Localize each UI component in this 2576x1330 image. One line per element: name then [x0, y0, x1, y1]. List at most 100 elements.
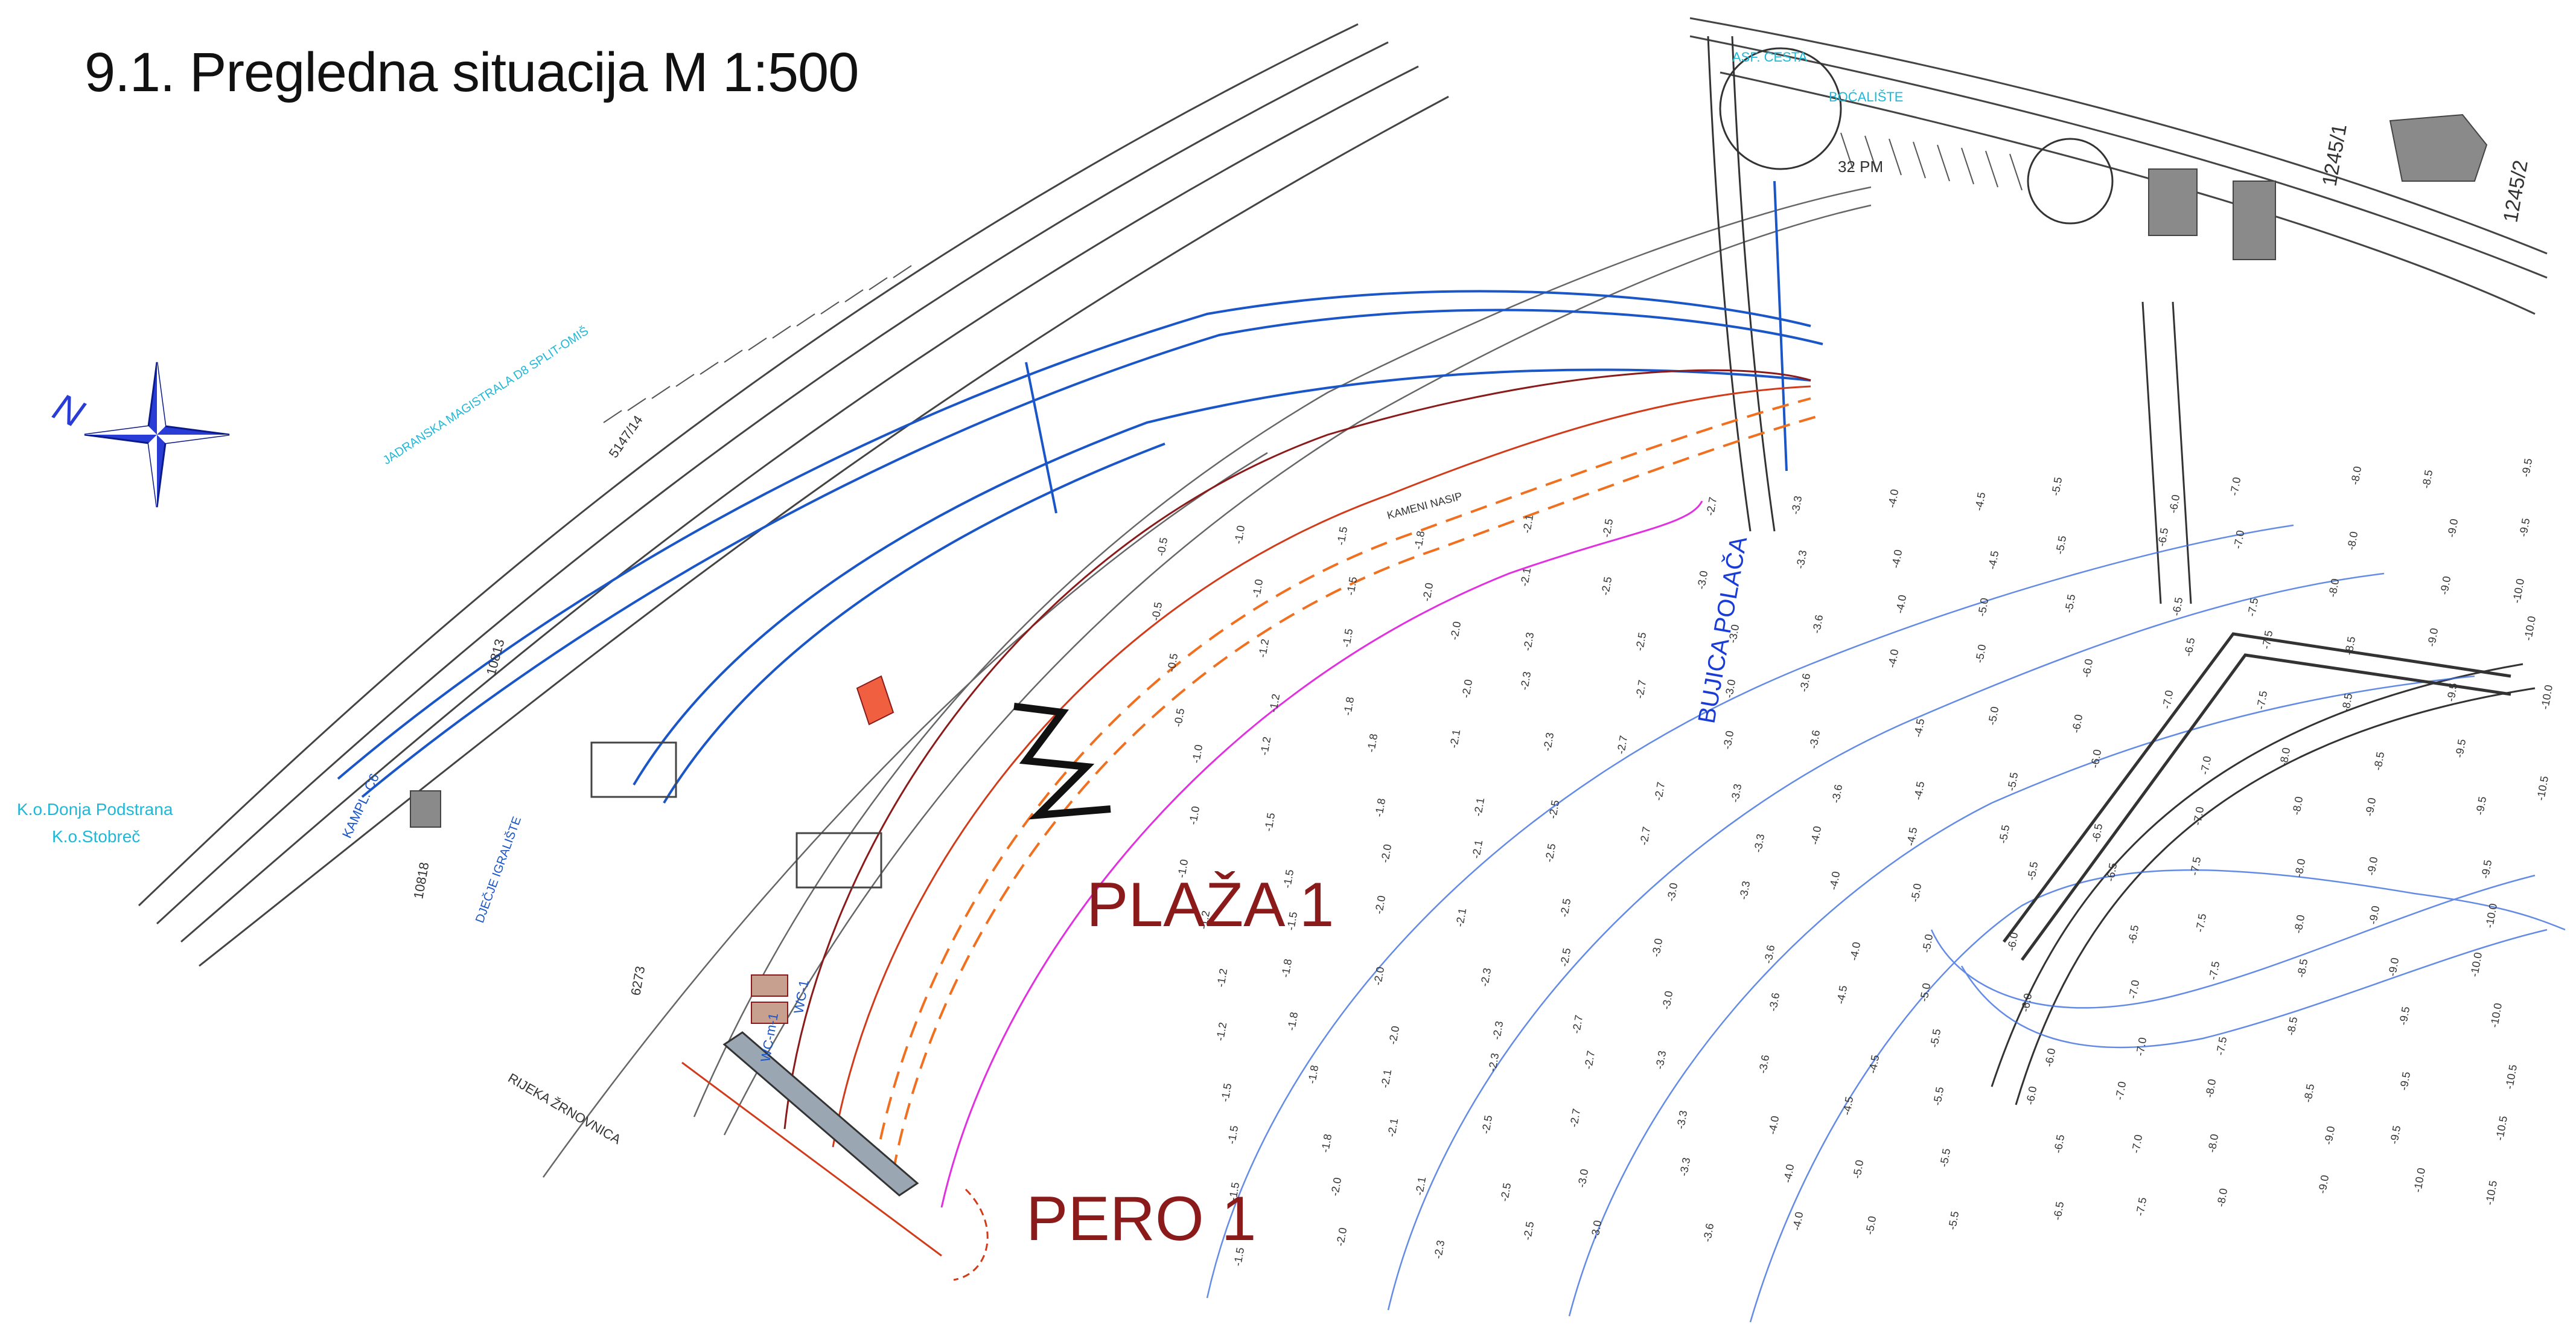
label-ko-donja-podstrana: K.o.Donja Podstrana [17, 800, 173, 819]
depth-label: -4.5 [1834, 985, 1849, 1005]
depth-label: -4.5 [1840, 1096, 1855, 1116]
depth-label: -4.0 [1886, 648, 1901, 669]
depth-label: -1.0 [1187, 805, 1202, 826]
depth-label: -5.0 [1918, 982, 1933, 1003]
depth-label: -2.1 [1470, 839, 1485, 860]
depth-label: -2.7 [1637, 826, 1653, 846]
depth-label: -9.0 [2425, 627, 2440, 648]
depth-label: -2.1 [1379, 1069, 1394, 1089]
depth-label: -10.0 [2488, 1002, 2504, 1029]
depth-label: -2.7 [1615, 735, 1630, 755]
depth-label: -5.5 [1931, 1086, 1946, 1107]
depth-label: -3.6 [1762, 944, 1777, 965]
depth-label: -2.5 [1599, 576, 1614, 596]
label-djecje: DJEČJE IGRALIŠTE [473, 814, 524, 924]
depth-label: -6.0 [2019, 993, 2034, 1013]
label-pm: 32 PM [1838, 158, 1883, 176]
buildings [410, 113, 2488, 828]
depth-label: -2.1 [1447, 729, 1462, 749]
depth-label: -5.0 [1920, 933, 1935, 954]
depth-label: -7.0 [2198, 755, 2213, 776]
depth-label: -2.3 [1521, 631, 1536, 652]
label-parcel-10818: 10818 [410, 861, 432, 900]
depth-label: -1.8 [1372, 798, 1388, 818]
depth-label: -7.5 [2245, 597, 2260, 618]
depth-label: -1.2 [1267, 693, 1282, 714]
depth-label: -10.5 [2483, 1180, 2499, 1206]
depth-label: -2.3 [1490, 1020, 1505, 1041]
depth-label: -1.5 [1225, 1125, 1240, 1145]
depth-label: -7.0 [2231, 529, 2246, 550]
depth-label: -2.3 [1541, 732, 1556, 752]
depth-label: -1.0 [1250, 578, 1265, 599]
depth-label: -6.5 [2155, 527, 2170, 548]
depth-label: -9.5 [2388, 1125, 2403, 1145]
depth-label: -1.8 [1306, 1064, 1321, 1085]
depth-label: -3.6 [1807, 729, 1822, 750]
depth-label: -3.3 [1737, 880, 1752, 901]
depth-label: -8.0 [2292, 914, 2307, 935]
depth-label: -2.7 [1633, 679, 1648, 700]
depth-label: -8.5 [2371, 751, 2386, 772]
depth-label: -7.5 [2254, 690, 2269, 711]
depth-label: -5.5 [1997, 824, 2012, 845]
depth-label: -10.0 [2510, 578, 2527, 604]
label-kameni-nasip: KAMENI NASIP [1386, 490, 1464, 521]
depth-label: -4.0 [1827, 871, 1842, 891]
depth-label: -1.8 [1412, 530, 1427, 551]
depth-label: -2.0 [1386, 1025, 1401, 1046]
depth-label: -2.5 [1521, 1221, 1536, 1241]
red-marker [856, 675, 894, 726]
depth-label: -6.5 [2182, 637, 2197, 657]
label-parcel-5147: 5147/14 [606, 412, 646, 460]
breakwater [2002, 632, 2511, 961]
depth-label: -9.0 [2363, 797, 2378, 817]
depth-label: -7.0 [2113, 1081, 2128, 1101]
depth-label: -3.6 [1756, 1054, 1771, 1075]
depth-label: -5.0 [1975, 597, 1991, 618]
depth-label: -9.5 [2479, 859, 2494, 880]
depth-label: -9.0 [2365, 856, 2380, 877]
label-parcel-6273: 6273 [628, 965, 648, 997]
wc-buildings [751, 974, 788, 1024]
depth-label: -3.6 [1797, 673, 1812, 693]
depth-label: -8.5 [2301, 1083, 2316, 1104]
depth-label: -3.0 [1660, 990, 1675, 1011]
depth-label: -2.0 [1420, 582, 1435, 603]
depth-label: -1.5 [1262, 812, 1277, 833]
depth-label: -3.0 [1723, 679, 1738, 699]
red-boundary [783, 369, 1817, 1208]
depth-label: -2.7 [1567, 1108, 1583, 1128]
depth-label: -8.5 [2295, 958, 2310, 979]
depth-label: -5.0 [1973, 644, 1988, 664]
depth-label: -8.0 [2348, 465, 2364, 486]
depth-label: -8.0 [2345, 531, 2360, 551]
depth-label: -8.0 [2214, 1188, 2230, 1208]
label-plaza-1: PLAŽA 1 [1086, 870, 1334, 940]
depth-label: -1.5 [1334, 526, 1350, 546]
label-parcel-10813: 10813 [483, 638, 508, 677]
depth-label: -3.6 [1701, 1223, 1716, 1243]
depth-soundings: -0.5-1.0-1.5-1.8-2.1-2.5-2.7-3.3-4.0-4.5… [1149, 458, 2555, 1267]
depth-label: -4.0 [1886, 488, 1901, 509]
depth-label: -5.5 [2005, 772, 2020, 792]
depth-label: -2.0 [1371, 966, 1386, 986]
depth-label: -3.3 [1752, 833, 1767, 854]
roads [1707, 36, 2536, 1105]
depth-label: -7.5 [2214, 1036, 2229, 1057]
depth-label: -3.3 [1674, 1110, 1689, 1130]
depth-label: -1.8 [1285, 1011, 1300, 1032]
depth-label: -6.5 [2104, 862, 2119, 883]
depth-label: -2.7 [1704, 496, 1719, 517]
depth-label: -8.0 [2203, 1078, 2218, 1099]
depth-label: -8.0 [2292, 858, 2307, 878]
depth-label: -9.0 [2386, 957, 2401, 977]
depth-label: -5.0 [1908, 883, 1924, 903]
depth-label: -8.0 [2290, 796, 2305, 816]
depth-label: -2.7 [1570, 1014, 1585, 1035]
depth-label: -7.0 [2191, 806, 2206, 826]
depth-label: -1.2 [1214, 1021, 1229, 1042]
depth-label: -3.0 [1726, 624, 1741, 644]
depth-label: -2.0 [1459, 679, 1475, 699]
depth-label: -5.5 [2053, 535, 2068, 555]
